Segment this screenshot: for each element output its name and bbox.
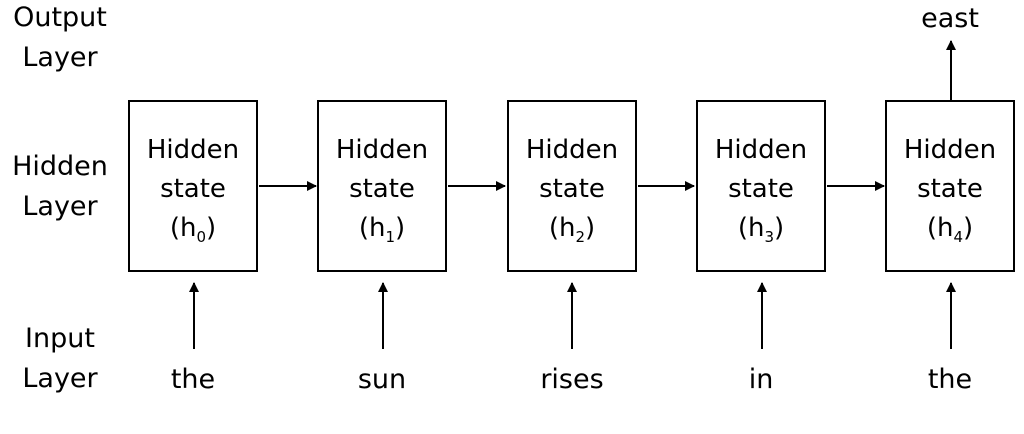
hidden-state-box-3: Hidden state (h3): [696, 100, 826, 272]
input-word-4: the: [927, 364, 973, 395]
hidden-state-box-0: Hidden state (h0): [128, 100, 258, 272]
input-word-2: rises: [540, 364, 604, 395]
hidden-state-box-4: Hidden state (h4): [885, 100, 1015, 272]
input-word-1: sun: [357, 364, 407, 395]
input-word-3: in: [748, 364, 774, 395]
output-word: east: [921, 3, 979, 34]
hidden-state-box-1: Hidden state (h1): [317, 100, 447, 272]
hidden-state-box-2: Hidden state (h2): [507, 100, 637, 272]
input-word-0: the: [170, 364, 216, 395]
